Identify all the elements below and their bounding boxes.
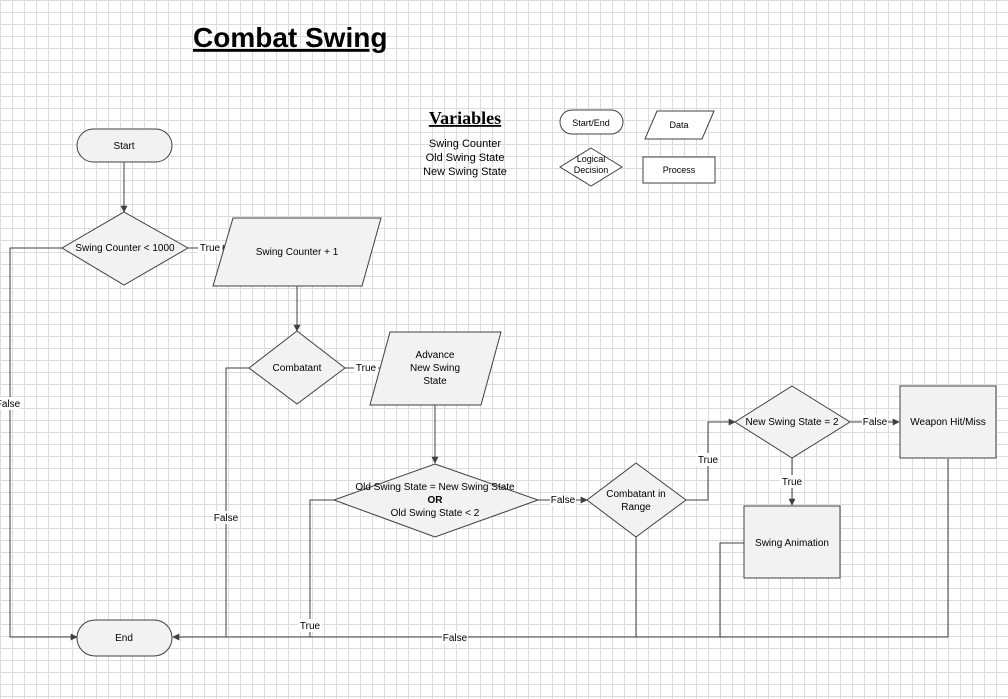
decision-state-check-label: Old Swing State < 2 xyxy=(391,508,480,519)
data-advance-swing-state-label: New Swing xyxy=(410,363,460,374)
edge-label-bg xyxy=(550,493,576,506)
process-swing-animation[interactable] xyxy=(743,505,841,579)
decision-new-swing-state-label: New Swing State = 2 xyxy=(745,417,839,428)
end-node[interactable] xyxy=(76,619,173,657)
process-swing-animation-label: Swing Animation xyxy=(755,538,829,549)
legend-data-shape xyxy=(644,110,715,140)
variable-item: New Swing State xyxy=(423,166,507,178)
decision-combatant-in-range[interactable] xyxy=(586,462,687,538)
legend-start-end-label: Start/End xyxy=(572,118,610,128)
edge-label-false: False xyxy=(443,633,468,644)
process-weapon-hit-miss-label: Weapon Hit/Miss xyxy=(910,417,985,428)
edge-label-bg xyxy=(696,453,720,466)
edge-label-bg xyxy=(198,241,222,254)
edge-label-false: False xyxy=(551,495,576,506)
variable-item: Old Swing State xyxy=(426,152,505,164)
decision-new-swing-state[interactable] xyxy=(734,385,851,459)
start-node-label: Start xyxy=(113,141,134,152)
variables-heading: Variables xyxy=(429,108,501,128)
diagram-title: Combat Swing xyxy=(193,22,387,53)
decision-state-check[interactable] xyxy=(332,463,540,538)
decision-state-check-label: Old Swing State = New Swing State xyxy=(355,482,515,493)
data-advance-swing-state[interactable] xyxy=(369,331,502,406)
end-node-label: End xyxy=(115,633,133,644)
decision-state-check-label: OR xyxy=(428,495,444,506)
legend-process-shape xyxy=(642,156,716,184)
edge-label-true: True xyxy=(356,363,377,374)
connector-animation-return xyxy=(719,542,744,637)
edge-label-true: True xyxy=(782,477,803,488)
edge-label-bg xyxy=(780,475,804,488)
edge-label-bg xyxy=(862,415,888,428)
edge-label-false: False xyxy=(0,399,21,410)
decision-combatant-in-range-label: Combatant in xyxy=(606,489,665,500)
legend-process-label: Process xyxy=(663,165,696,175)
variable-item: Swing Counter xyxy=(429,138,501,150)
connector-counter-check-false xyxy=(9,247,78,641)
decision-combatant-label: Combatant xyxy=(273,363,322,374)
decision-swing-counter-label: Swing Counter < 1000 xyxy=(75,243,175,254)
edge-label-bg xyxy=(213,511,239,524)
process-weapon-hit-miss[interactable] xyxy=(899,385,997,459)
start-node[interactable] xyxy=(76,128,173,163)
edge-label-bg xyxy=(298,619,322,632)
legend-decision-label: Logical xyxy=(577,154,606,164)
edge-label-false: False xyxy=(863,417,888,428)
data-advance-swing-state-label: State xyxy=(423,376,447,387)
data-swing-counter-increment-label: Swing Counter + 1 xyxy=(256,247,339,258)
legend-decision-shape xyxy=(559,147,623,187)
edge-label-false: False xyxy=(214,513,239,524)
edge-label-true: True xyxy=(300,621,321,632)
legend-decision-label: Decision xyxy=(574,165,609,175)
data-swing-counter-increment[interactable] xyxy=(212,217,382,287)
edge-label-true: True xyxy=(200,243,221,254)
edge-label-bg xyxy=(442,631,468,644)
legend-data-label: Data xyxy=(669,120,688,130)
decision-combatant[interactable] xyxy=(248,330,346,405)
connector-combatant-false xyxy=(225,367,249,637)
edge-label-true: True xyxy=(698,455,719,466)
decision-swing-counter[interactable] xyxy=(61,211,190,286)
edge-label-bg xyxy=(354,361,378,374)
legend-start-end-shape xyxy=(559,109,624,135)
connector-state-check-true xyxy=(309,499,334,637)
edge-label-bg xyxy=(0,397,20,410)
decision-combatant-in-range-label: Range xyxy=(621,502,651,513)
data-advance-swing-state-label: Advance xyxy=(416,350,455,361)
